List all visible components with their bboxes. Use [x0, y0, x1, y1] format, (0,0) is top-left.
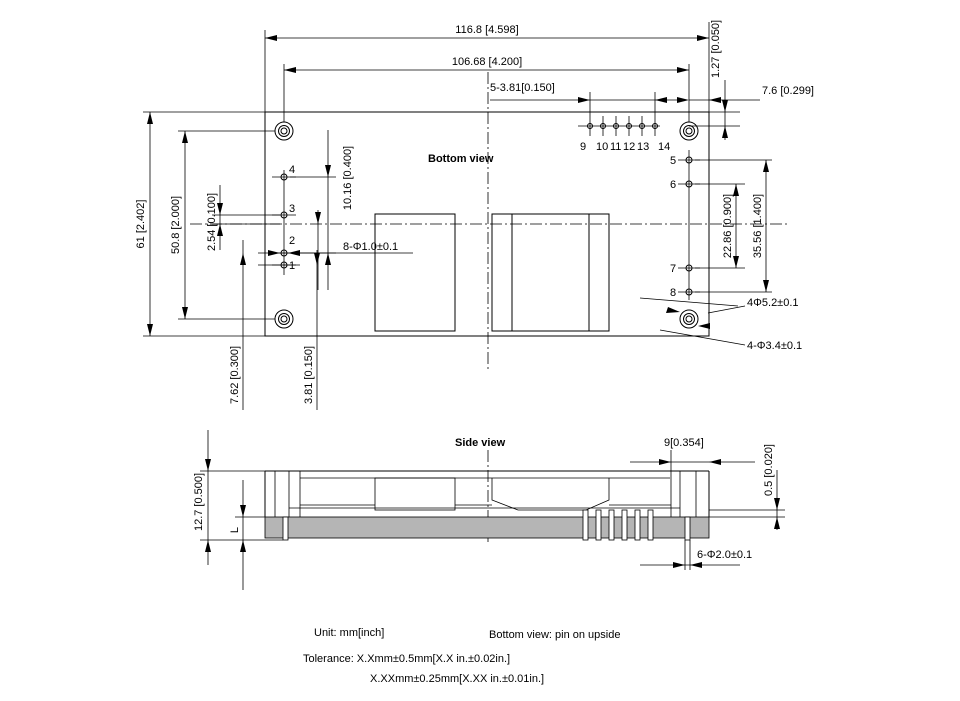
dim-edge-offset-label: 7.6 [0.299] — [762, 85, 814, 97]
dim-height — [143, 111, 265, 337]
dim-side-board — [709, 470, 785, 530]
dim-pin-dia-label: 8-Φ1.0±0.1 — [343, 241, 398, 253]
dim-pin-pitch-left — [212, 185, 280, 250]
pin-label-left: 1 — [289, 260, 295, 272]
dim-right-span-a-label: 22.86 [0.900] — [722, 194, 734, 258]
pin-label-top: 10 — [596, 141, 608, 153]
mounting-hole — [274, 121, 294, 141]
note-unit: Unit: mm[inch] — [314, 627, 384, 639]
mounting-hole — [274, 309, 294, 329]
dim-pin-left-span-label: 10.16 [0.400] — [342, 146, 354, 210]
side-pcb — [264, 516, 710, 539]
transformer-left — [374, 213, 456, 332]
dim-left-offsets — [240, 240, 320, 410]
pin-label-right: 6 — [670, 179, 676, 191]
dim-hole-outer-label: 4Φ5.2±0.1 — [747, 297, 799, 309]
pin-label-right: 8 — [670, 287, 676, 299]
right-pins — [678, 150, 700, 300]
dim-overall-width-label: 116.8 [4.598] — [455, 24, 518, 36]
bottom-view: 4 3 2 1 5 6 7 8 9 10 — [135, 20, 814, 410]
dim-edge-offset — [677, 97, 760, 103]
dim-hole-span-label: 106.68 [4.200] — [452, 56, 522, 68]
notes: Unit: mm[inch] Bottom view: pin on upsid… — [303, 627, 620, 685]
dim-pin-pitch-top-label: 5-3.81[0.150] — [490, 82, 555, 94]
side-view: Side view — [193, 430, 785, 590]
pin-label-top: 11 — [610, 141, 621, 153]
dim-height-label: 61 [2.402] — [135, 200, 147, 249]
note-view: Bottom view: pin on upside — [489, 629, 620, 641]
dim-left-offset-a-label: 7.62 [0.300] — [229, 346, 241, 404]
dim-hole-leaders — [639, 297, 746, 346]
dim-hole-v-span — [178, 130, 275, 320]
note-tolerance-1: Tolerance: X.Xmm±0.5mm[X.X in.±0.02in.] — [303, 653, 510, 665]
dim-hole-v-span-label: 50.8 [2.000] — [170, 196, 182, 254]
dim-side-pin-dia-label: 6-Φ2.0±0.1 — [697, 549, 752, 561]
side-pins — [282, 509, 691, 541]
pin-label-top: 12 — [623, 141, 635, 153]
dim-side-right-offset-label: 9[0.354] — [664, 437, 704, 449]
pin-label-right: 7 — [670, 263, 676, 275]
dim-side-pin-dia — [640, 540, 740, 570]
dim-right-spans — [695, 159, 772, 293]
dim-right-span-b-label: 35.56 [1.400] — [752, 194, 764, 258]
dim-pin-pitch-top — [490, 92, 680, 116]
transformer-right-inner — [511, 213, 590, 332]
transformer-right-outer — [491, 213, 610, 332]
bottom-view-title: Bottom view — [428, 153, 494, 165]
side-view-title: Side view — [455, 437, 506, 449]
note-tolerance-2: X.XXmm±0.25mm[X.XX in.±0.01in.] — [370, 673, 544, 685]
pin-label-left: 4 — [289, 164, 295, 176]
mounting-hole — [679, 309, 699, 329]
pin-label-top: 14 — [658, 141, 670, 153]
dim-side-height-label: 12.7 [0.500] — [193, 473, 205, 531]
dim-side-l — [235, 480, 265, 590]
dim-hole-span — [283, 64, 690, 122]
pin-label-top: 13 — [637, 141, 649, 153]
dim-pin-dia-leader — [258, 250, 413, 266]
dim-side-right-offset — [630, 450, 755, 471]
dim-edge-top-label: 1.27 [0.050] — [710, 20, 722, 78]
dim-side-l-label: L — [229, 527, 241, 533]
dim-side-board-label: 0.5 [0.020] — [763, 444, 775, 496]
mounting-hole — [679, 121, 699, 141]
pin-label-top: 9 — [580, 141, 586, 153]
dim-pin-left-span — [290, 130, 336, 290]
dim-left-offset-b-label: 3.81 [0.150] — [303, 346, 315, 404]
dim-pin-pitch-left-label: 2.54 [0.100] — [206, 193, 218, 251]
dim-side-height — [200, 430, 283, 565]
top-pins — [578, 116, 660, 136]
dim-edge-top — [689, 80, 740, 140]
pin-label-left: 3 — [289, 203, 295, 215]
dim-overall-width — [264, 22, 710, 112]
side-body — [264, 470, 710, 517]
dim-hole-inner-label: 4-Φ3.4±0.1 — [747, 340, 802, 352]
pin-label-left: 2 — [289, 235, 295, 247]
pin-label-right: 5 — [670, 155, 676, 167]
